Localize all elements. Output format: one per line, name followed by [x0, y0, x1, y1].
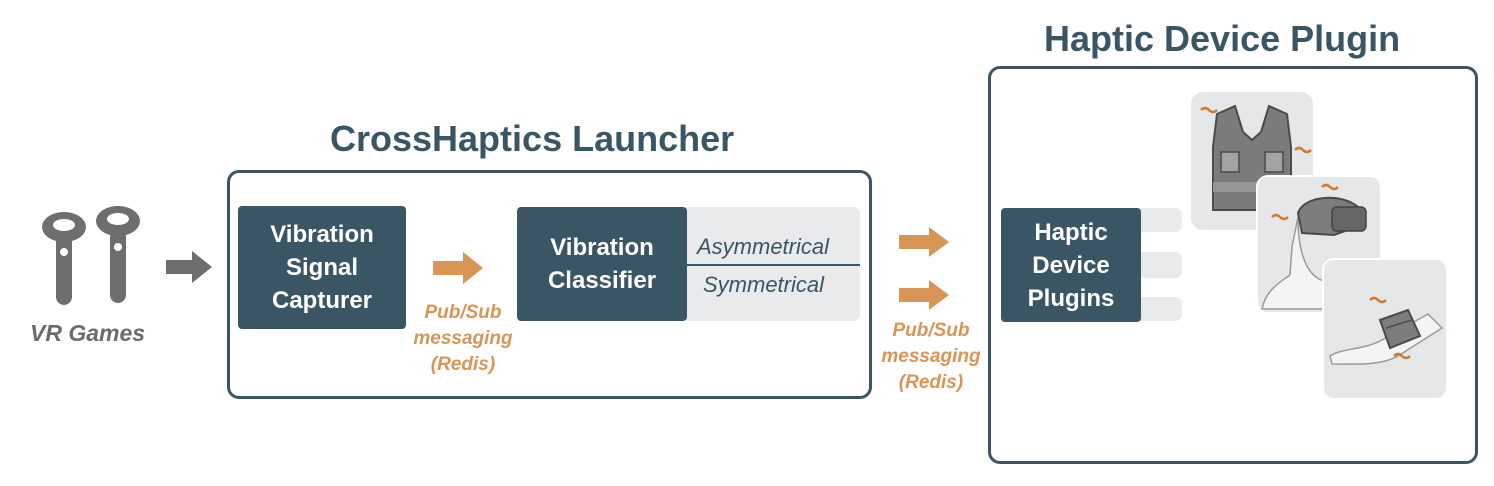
symmetrical-label: Symmetrical — [703, 272, 825, 297]
arm-sleeve-card — [1322, 258, 1448, 400]
plugins-line-1: Haptic — [1034, 218, 1108, 246]
plugins-line-3: Plugins — [1027, 284, 1115, 312]
messaging-out-line-3: (Redis) — [898, 372, 964, 393]
classifier-line-1: Vibration — [550, 234, 654, 261]
capturer-line-3: Capturer — [271, 287, 373, 314]
arrow-right-icon — [899, 227, 949, 257]
pubsub-messaging-inner: Pub/Sub messaging (Redis) — [408, 300, 518, 378]
classifier-divider — [687, 264, 860, 266]
messaging-line-2: messaging — [413, 328, 513, 349]
arrow-right-icon — [899, 280, 949, 310]
vr-games-label: VR Games — [30, 320, 146, 346]
asymmetrical-label: Asymmetrical — [697, 234, 830, 259]
vr-controllers-icon — [42, 206, 140, 305]
capturer-line-1: Vibration — [270, 221, 374, 248]
plugin-title: Haptic Device Plugin — [1044, 18, 1401, 59]
classifier-line-2: Classifier — [547, 267, 657, 294]
haptic-device-plugins: Haptic Device Plugins — [1001, 208, 1141, 322]
arm-sleeve-icon — [1329, 296, 1444, 365]
capturer-line-2: Signal — [285, 254, 358, 281]
launcher-title: CrossHaptics Launcher — [330, 118, 735, 159]
messaging-line-1: Pub/Sub — [424, 302, 502, 323]
messaging-line-3: (Redis) — [430, 354, 496, 375]
arrow-right-icon — [433, 252, 483, 284]
vest-card — [1191, 92, 1313, 230]
plugin-frame — [988, 66, 1478, 464]
launcher-frame — [227, 170, 872, 399]
plugins-line-2: Device — [1032, 251, 1110, 279]
vibration-classifier: Vibration Classifier — [517, 207, 687, 321]
messaging-out-line-2: messaging — [881, 346, 981, 367]
arrow-right-icon — [166, 251, 212, 283]
vibration-signal-capturer: Vibration Signal Capturer — [238, 206, 406, 329]
pubsub-messaging-outer: Pub/Sub messaging (Redis) — [873, 318, 989, 396]
messaging-out-line-1: Pub/Sub — [892, 320, 970, 341]
